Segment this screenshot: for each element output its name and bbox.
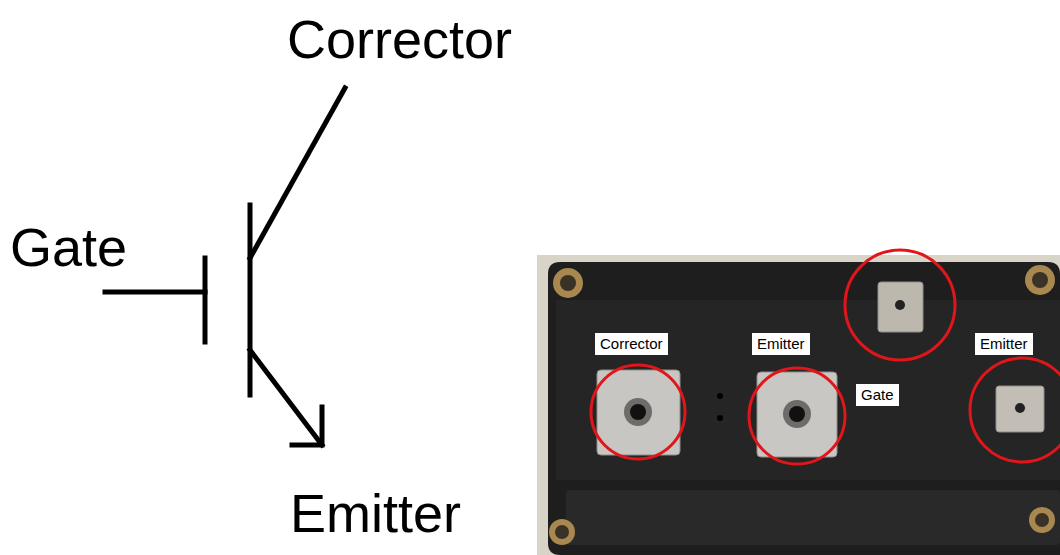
gate-terminal [878, 282, 923, 332]
bolt [1029, 507, 1055, 533]
emitter-arrow [292, 407, 322, 445]
terminal-hole [1015, 403, 1025, 413]
terminal-name: Corrector [287, 12, 512, 66]
emitter-terminal [757, 372, 837, 457]
terminal-hole [783, 400, 811, 428]
igbt-symbol [105, 88, 345, 445]
bolt [1025, 265, 1055, 295]
terminal-name: Emitter [290, 486, 461, 540]
module-photo [537, 250, 1060, 555]
bolt [549, 519, 575, 545]
aux-emitter-terminal [996, 386, 1044, 432]
terminal-hole [789, 406, 805, 422]
bolt [553, 268, 583, 298]
tag-text: Emitter [980, 335, 1028, 353]
terminal-hole [624, 398, 652, 426]
tag-text: Emitter [757, 335, 805, 353]
highlight-circle [970, 358, 1060, 462]
tag-text: Gate [861, 386, 894, 404]
module-top [556, 300, 1060, 480]
terminal-tag: Emitter [975, 333, 1033, 355]
collector-terminal [597, 370, 680, 455]
terminal-hole [895, 300, 905, 310]
bolt-hole [1035, 513, 1049, 527]
tag-text: Corrector [600, 335, 663, 353]
mark-dot [717, 393, 723, 399]
highlight-circle [749, 368, 845, 464]
emitter-lead [250, 350, 322, 445]
base-bar [248, 205, 253, 395]
highlight-circle [591, 365, 685, 459]
module-body [548, 262, 1060, 555]
photo-background [537, 255, 1060, 555]
module-ridge [566, 490, 1060, 545]
terminal-tag: Emitter [752, 333, 810, 355]
gate-lead [105, 290, 205, 295]
gate-plate [203, 258, 208, 342]
terminal-hole [630, 404, 646, 420]
bolt-hole [1032, 272, 1048, 288]
highlight-circle [845, 250, 955, 360]
collector-lead [250, 88, 345, 258]
terminal-name: Gate [10, 220, 127, 274]
terminal-tag: Gate [856, 384, 899, 406]
bolt-hole [555, 525, 569, 539]
bolt-hole [560, 275, 576, 291]
terminal-tag: Corrector [595, 333, 668, 355]
mark-dot [717, 415, 723, 421]
highlight-circles [591, 250, 1060, 464]
